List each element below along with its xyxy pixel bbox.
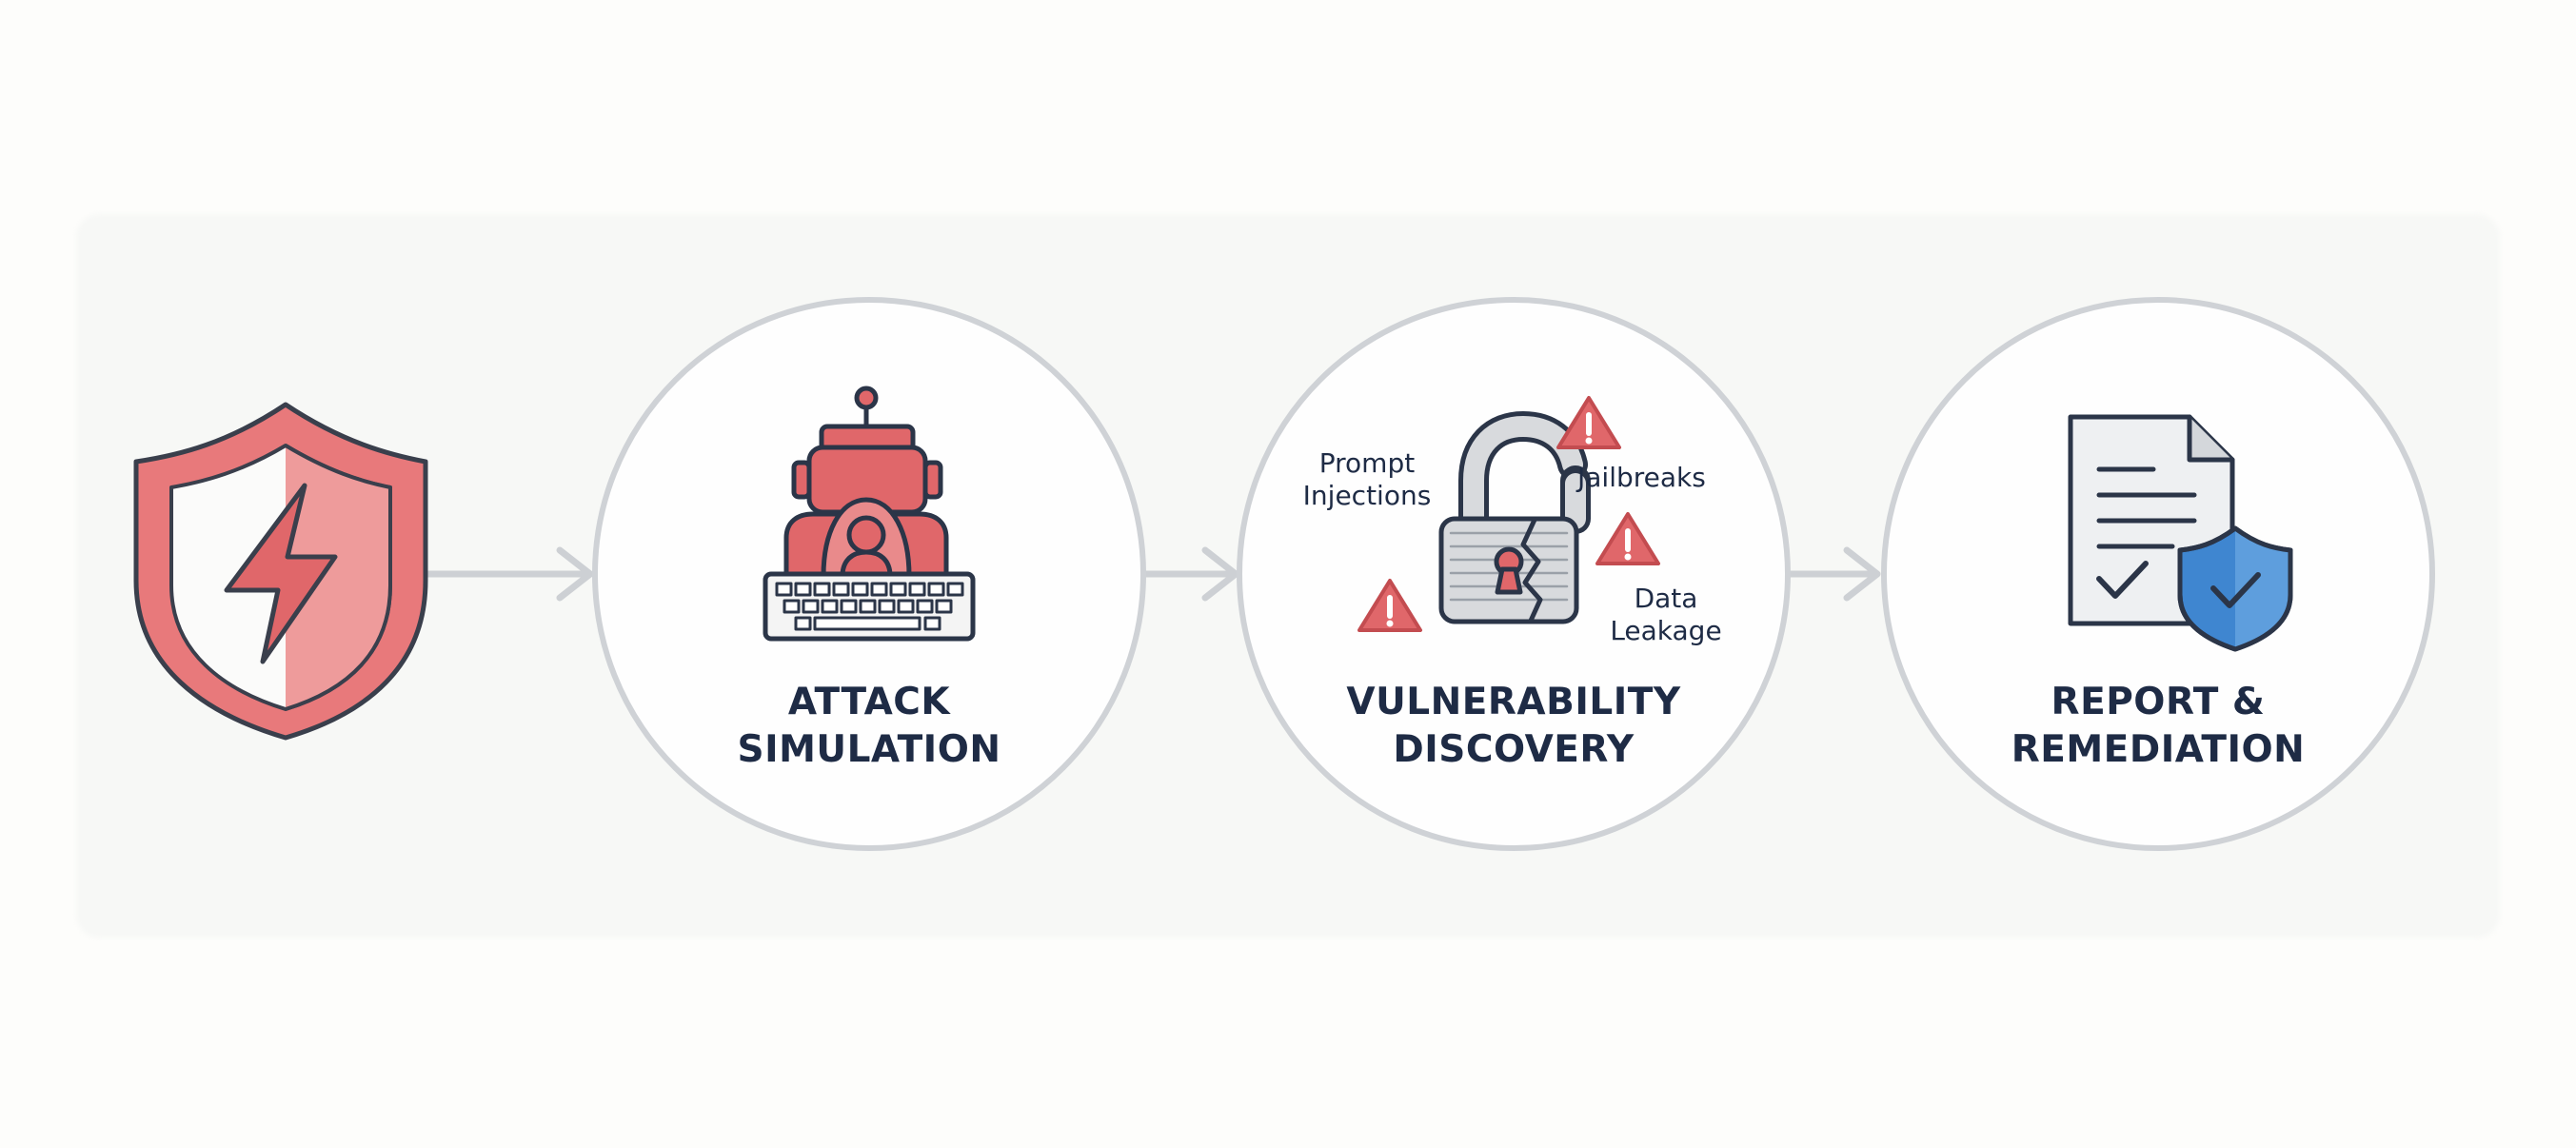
tag-prompt-line1: Prompt [1318,447,1416,479]
tag-data-leakage: Data Leakage [1609,583,1723,647]
robot-hacker-icon [763,386,976,642]
tag-jailbreaks: Jailbreaks [1577,462,1706,494]
label-report-remediation: REPORT & REMEDIATION [1892,679,2425,774]
label-vulnerability-discovery: VULNERABILITY DISCOVERY [1247,679,1780,774]
tag-prompt-line2: Injections [1302,480,1432,511]
warning-icon-middle [1595,512,1660,565]
report-shield-check-icon [2068,414,2293,652]
label-attack-line1: ATTACK [787,681,951,723]
label-attack-simulation: ATTACK SIMULATION [603,679,1136,774]
warning-icon-left [1357,579,1422,632]
tag-data-line2: Leakage [1610,615,1722,646]
warning-icon-top [1556,396,1621,449]
tag-data-line1: Data [1634,583,1698,614]
label-vuln-line2: DISCOVERY [1393,728,1635,771]
tag-jailbreaks-text: Jailbreaks [1577,462,1706,493]
label-report-line1: REPORT & [2051,681,2266,723]
lightning-shield-icon [133,402,428,741]
tag-prompt-injections: Prompt Injections [1291,447,1443,512]
arrow-2 [1140,546,1239,602]
arrow-1 [423,546,594,602]
label-vuln-line1: VULNERABILITY [1346,681,1681,723]
label-attack-line2: SIMULATION [737,728,1001,771]
label-report-line2: REMEDIATION [2011,728,2306,771]
arrow-3 [1786,546,1881,602]
